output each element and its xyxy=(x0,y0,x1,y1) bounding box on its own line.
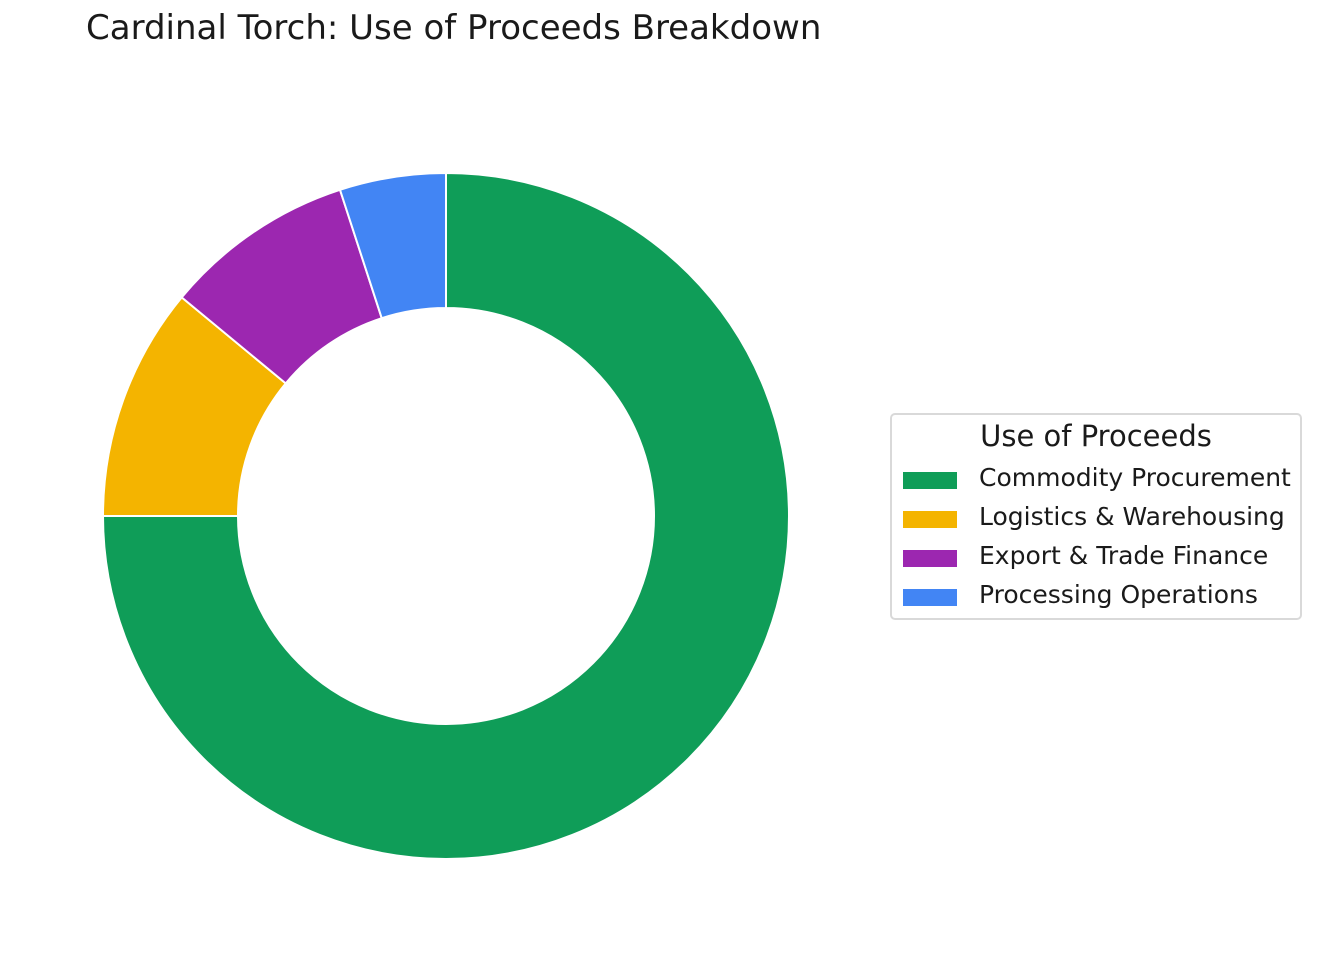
legend-item-export-trade-finance: Export & Trade Finance xyxy=(892,539,1300,577)
donut-slice-processing-operations xyxy=(338,171,447,320)
legend-item-logistics-warehousing: Logistics & Warehousing xyxy=(892,500,1300,538)
legend-label: Logistics & Warehousing xyxy=(979,502,1285,531)
legend-label: Export & Trade Finance xyxy=(979,541,1269,570)
legend-title: Use of Proceeds xyxy=(980,419,1212,453)
legend-item-processing-operations: Processing Operations xyxy=(892,578,1300,616)
legend: Use of Proceeds Commodity Procurement Lo… xyxy=(890,413,1302,620)
legend-swatch xyxy=(903,550,957,567)
legend-label: Commodity Procurement xyxy=(979,463,1291,492)
donut-slice-commodity-procurement xyxy=(101,171,790,860)
legend-swatch xyxy=(903,472,957,489)
donut-chart xyxy=(101,171,790,860)
legend-swatch xyxy=(903,511,957,528)
chart-title: Cardinal Torch: Use of Proceeds Breakdow… xyxy=(86,8,822,48)
legend-label: Processing Operations xyxy=(979,580,1258,609)
legend-swatch xyxy=(903,589,957,606)
legend-item-commodity-procurement: Commodity Procurement xyxy=(892,461,1300,499)
